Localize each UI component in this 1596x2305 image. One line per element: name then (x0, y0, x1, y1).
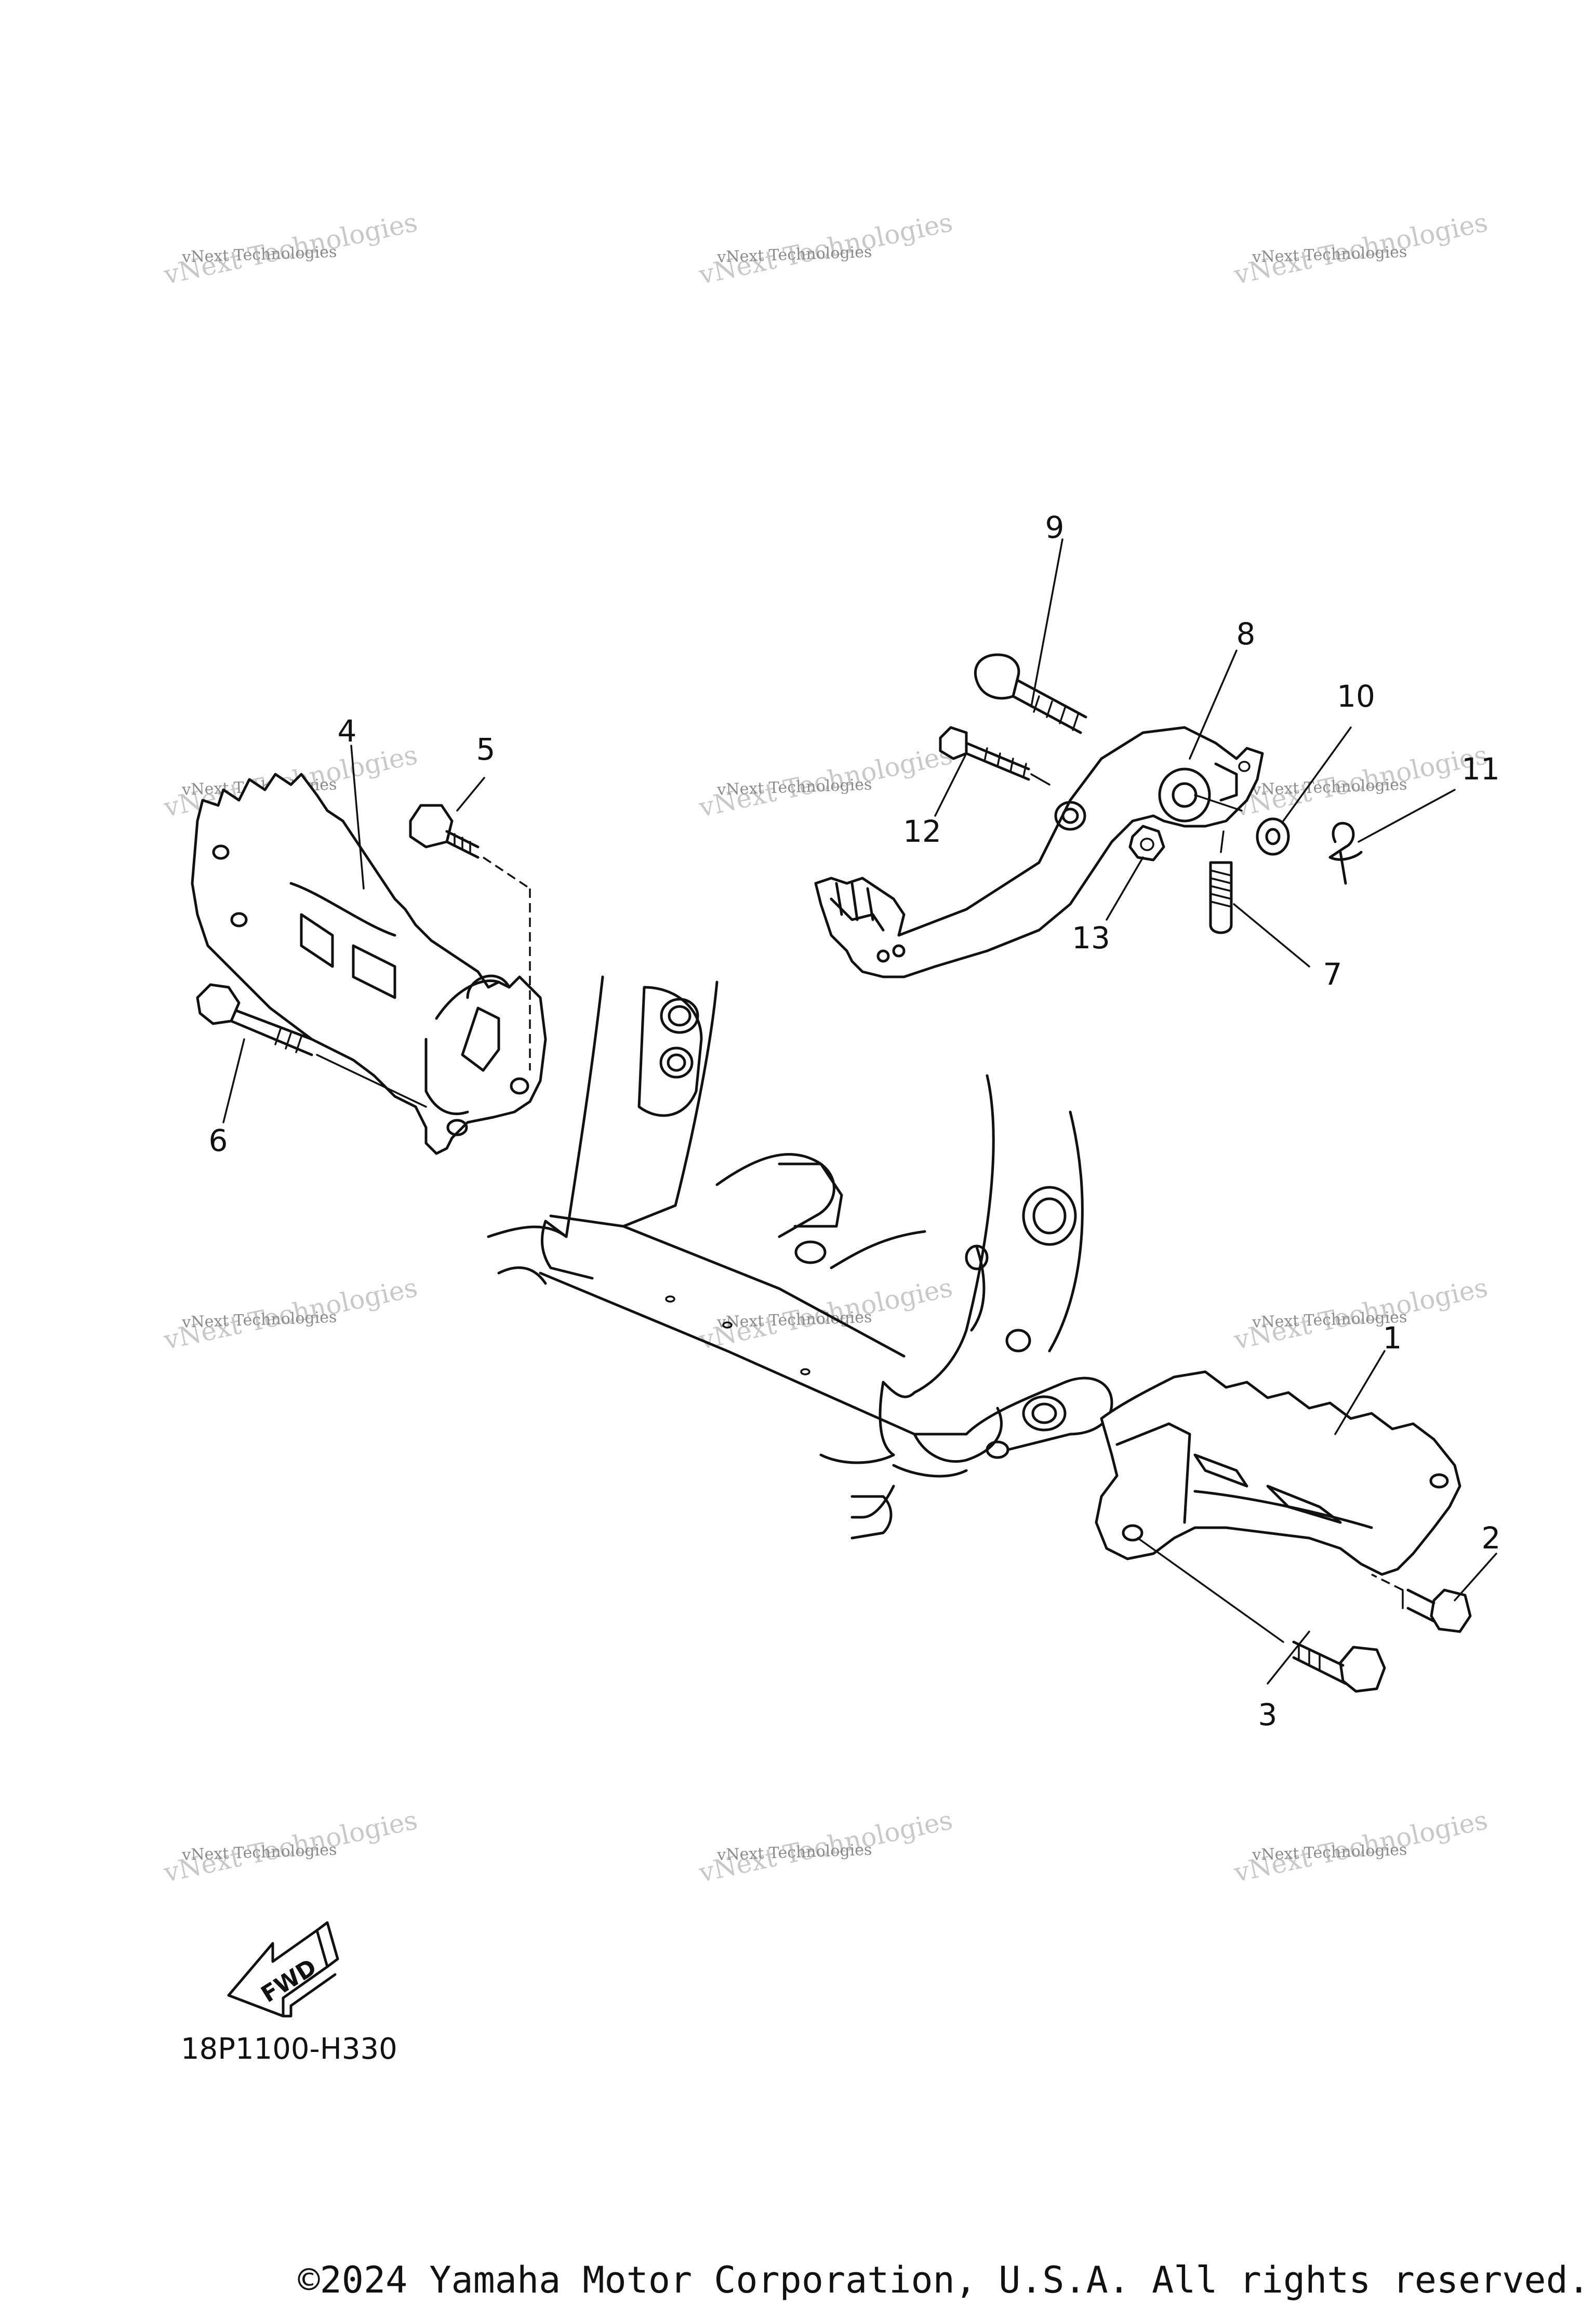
nut-part-13 (1128, 825, 1165, 862)
watermark-small-text: vNext Technologies (1252, 243, 1407, 266)
bolt-part-2 (1371, 1573, 1472, 1633)
watermark-small-text: vNext Technologies (716, 243, 872, 266)
left-footrest-part-4 (191, 773, 547, 1155)
right-footrest-part-1 (1095, 1370, 1461, 1576)
leader-lines (222, 538, 1497, 1685)
fwd-arrow: FWD (227, 1921, 339, 2018)
watermark-small-text: vNext Technologies (716, 1308, 872, 1331)
bolt-part-3 (1137, 1537, 1386, 1693)
bolt-part-5 (409, 804, 530, 890)
part-labels: 9 8 10 11 12 13 7 4 5 6 1 2 3 (209, 510, 1501, 1732)
part-label-12[interactable]: 12 (903, 814, 941, 849)
part-label-11[interactable]: 11 (1461, 751, 1500, 787)
watermark-small-text: vNext Technologies (716, 775, 872, 799)
part-label-4[interactable]: 4 (338, 713, 357, 749)
part-label-13[interactable]: 13 (1072, 920, 1110, 956)
washer-part-10 (1256, 817, 1290, 856)
part-label-10[interactable]: 10 (1337, 679, 1375, 714)
watermark-small-text: vNext Technologies (1252, 1840, 1407, 1864)
bolt-part-6 (196, 983, 427, 1108)
frame-drawing (487, 975, 1113, 1540)
bolt-part-12 (939, 726, 1050, 786)
part-label-5[interactable]: 5 (476, 732, 496, 767)
watermark-small-text: vNext Technologies (1252, 775, 1407, 799)
pin-part-9 (974, 653, 1087, 734)
watermark-small-text: vNext Technologies (181, 243, 337, 266)
part-label-1[interactable]: 1 (1383, 1320, 1402, 1356)
part-label-2[interactable]: 2 (1482, 1520, 1501, 1556)
copyright-notice: ©2024 Yamaha Motor Corporation, U.S.A. A… (298, 2259, 1590, 2301)
part-label-7[interactable]: 7 (1323, 957, 1342, 992)
watermark-small-text: vNext Technologies (181, 1308, 337, 1331)
spring-part-7 (1209, 830, 1233, 934)
watermark-small-text: vNext Technologies (716, 1840, 872, 1864)
diagram-code: 18P1100-H330 (181, 2032, 397, 2066)
part-label-3[interactable]: 3 (1258, 1697, 1278, 1732)
brake-pedal-part-8 (814, 726, 1264, 978)
clip-part-11 (1328, 822, 1363, 885)
part-label-8[interactable]: 8 (1236, 616, 1256, 652)
part-label-6[interactable]: 6 (209, 1123, 228, 1158)
part-label-9[interactable]: 9 (1045, 510, 1065, 545)
watermark-small-text: vNext Technologies (181, 1840, 337, 1864)
